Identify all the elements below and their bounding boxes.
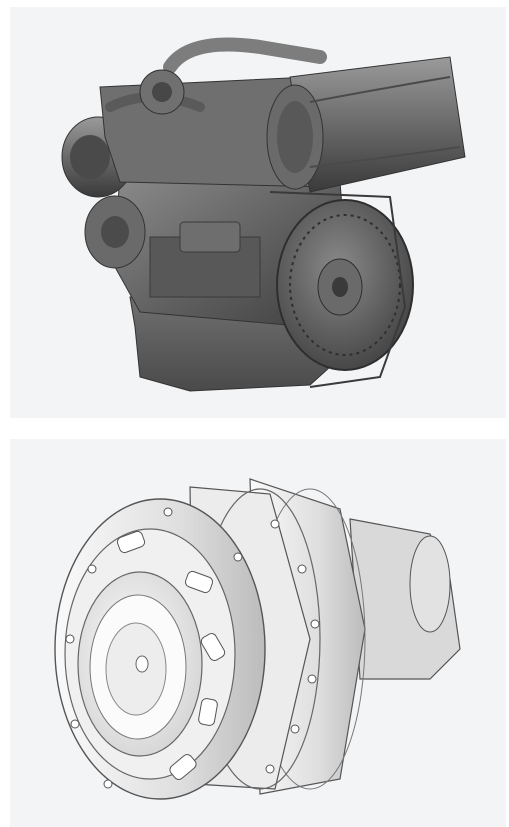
engine-image-panel xyxy=(10,7,506,418)
engine-illustration xyxy=(61,37,466,392)
gear-hub-image-panel xyxy=(10,439,506,827)
gear-hub-illustration xyxy=(54,478,461,800)
